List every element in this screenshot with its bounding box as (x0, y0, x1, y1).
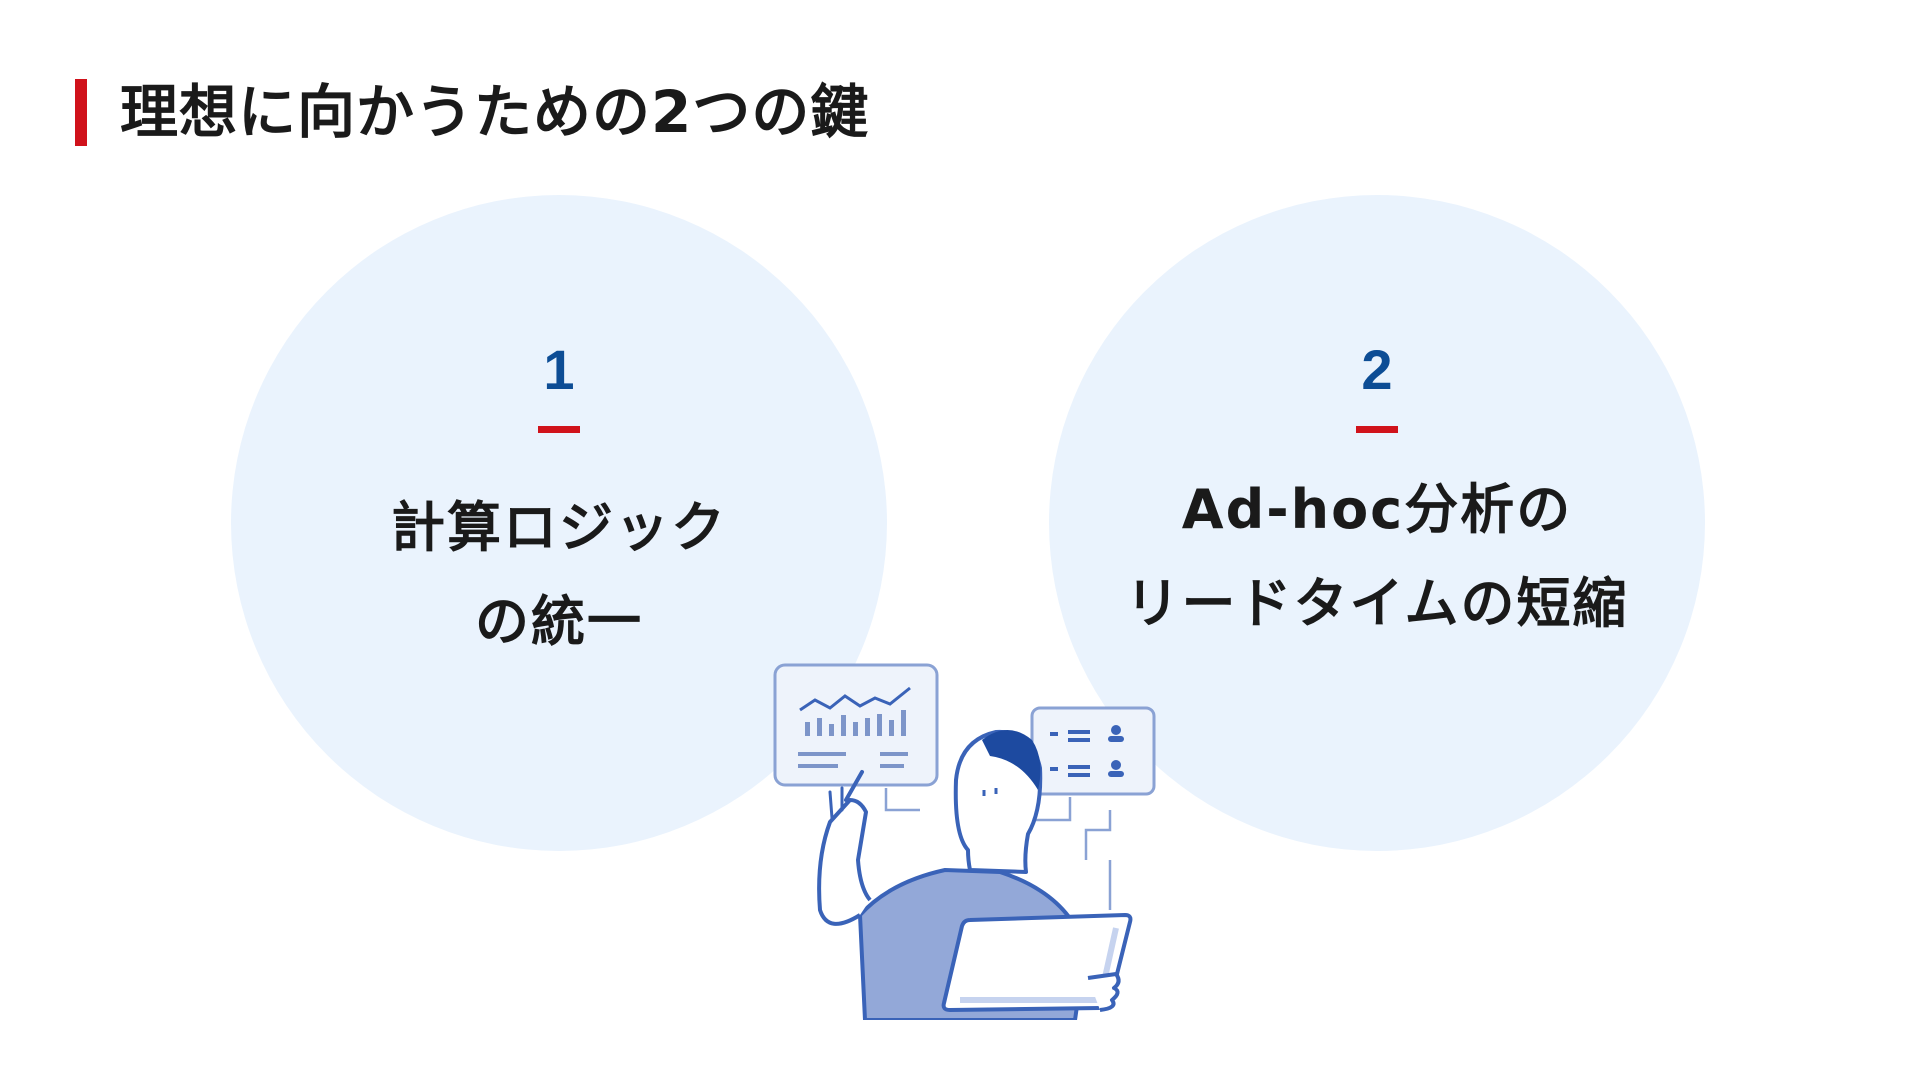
key-label: 計算ロジック の統一 (231, 481, 887, 669)
key-number: 1 (231, 338, 887, 402)
key-label-line: リードタイムの短縮 (1049, 557, 1705, 651)
key-number: 2 (1049, 338, 1705, 402)
title-accent-bar (75, 79, 87, 146)
key-label-line: の統一 (231, 575, 887, 669)
key-label-line: 計算ロジック (231, 481, 887, 575)
key-label-line: Ad-hoc分析の (1049, 463, 1705, 557)
key-label: Ad-hoc分析の リードタイムの短縮 (1049, 463, 1705, 651)
user-list-panel-icon (1032, 708, 1154, 794)
key-divider (538, 426, 580, 433)
page-title: 理想に向かうための2つの鍵 (120, 74, 869, 150)
chart-dashboard-icon (775, 665, 937, 785)
person-with-tablet-and-dashboards-icon (770, 660, 1170, 1020)
key-divider (1356, 426, 1398, 433)
